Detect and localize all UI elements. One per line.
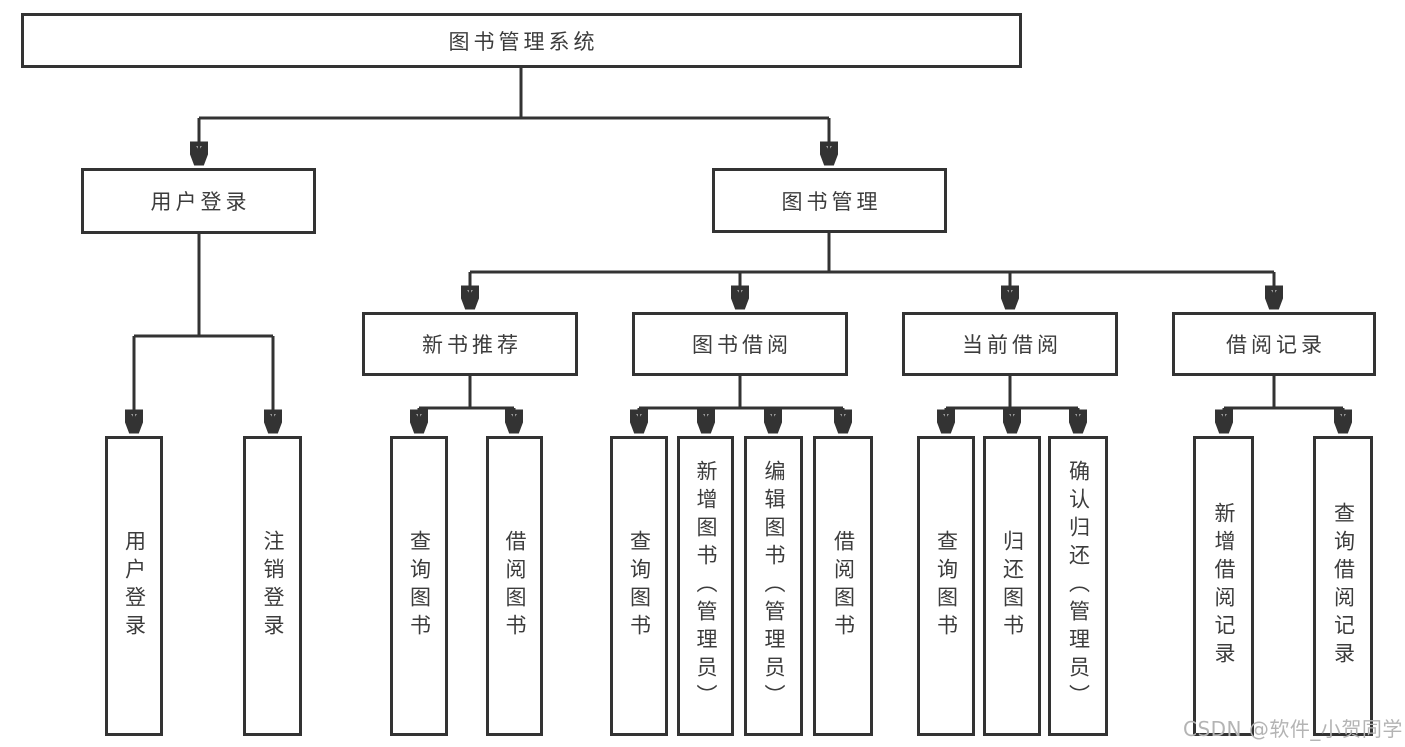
node-current-borrow-label: 当前借阅 bbox=[962, 333, 1062, 357]
leaf-cb-return-books-label: 归还图书 bbox=[1000, 530, 1025, 642]
leaf-logout-label: 注销登录 bbox=[261, 530, 285, 642]
leaf-user-login: 用户登录 bbox=[105, 436, 163, 736]
leaf-bb-edit-books-admin: 编辑图书（管理员） bbox=[744, 436, 803, 736]
leaf-cb-query-books-label: 查询图书 bbox=[934, 530, 959, 642]
leaf-bb-borrow-books: 借阅图书 bbox=[813, 436, 873, 736]
leaf-cb-query-books: 查询图书 bbox=[917, 436, 975, 736]
leaf-br-query-record-label: 查询借阅记录 bbox=[1331, 502, 1356, 670]
csdn-watermark: CSDN @软件_小贺同学 bbox=[1183, 717, 1403, 741]
leaf-logout: 注销登录 bbox=[243, 436, 302, 736]
leaf-nb-borrow-books: 借阅图书 bbox=[486, 436, 543, 736]
node-book-management-label: 图书管理 bbox=[781, 189, 882, 214]
leaf-br-add-record: 新增借阅记录 bbox=[1193, 436, 1254, 736]
leaf-bb-query-books-label: 查询图书 bbox=[627, 530, 652, 642]
leaf-cb-confirm-return-admin: 确认归还（管理员） bbox=[1048, 436, 1108, 736]
node-current-borrow: 当前借阅 bbox=[902, 312, 1118, 376]
leaf-nb-query-books: 查询图书 bbox=[390, 436, 448, 736]
leaf-br-add-record-label: 新增借阅记录 bbox=[1212, 502, 1236, 670]
node-book-management: 图书管理 bbox=[712, 168, 947, 233]
leaf-bb-borrow-books-label: 借阅图书 bbox=[831, 530, 856, 642]
node-user-login-label: 用户登录 bbox=[150, 190, 251, 214]
node-book-borrow-label: 图书借阅 bbox=[692, 333, 792, 357]
leaf-bb-query-books: 查询图书 bbox=[610, 436, 668, 736]
leaf-bb-edit-books-admin-label: 编辑图书（管理员） bbox=[762, 460, 786, 712]
leaf-br-query-record: 查询借阅记录 bbox=[1313, 436, 1373, 736]
leaf-bb-add-books-admin: 新增图书（管理员） bbox=[677, 436, 734, 736]
node-borrow-records: 借阅记录 bbox=[1172, 312, 1376, 376]
leaf-cb-confirm-return-admin-label: 确认归还（管理员） bbox=[1066, 460, 1091, 712]
leaf-user-login-label: 用户登录 bbox=[122, 530, 147, 642]
leaf-nb-query-books-label: 查询图书 bbox=[407, 530, 432, 642]
node-new-book-recommend-label: 新书推荐 bbox=[422, 333, 522, 357]
node-user-login: 用户登录 bbox=[81, 168, 316, 234]
node-borrow-records-label: 借阅记录 bbox=[1226, 333, 1326, 357]
node-book-borrow: 图书借阅 bbox=[632, 312, 848, 376]
leaf-bb-add-books-admin-label: 新增图书（管理员） bbox=[694, 460, 718, 712]
leaf-nb-borrow-books-label: 借阅图书 bbox=[503, 530, 527, 642]
node-new-book-recommend: 新书推荐 bbox=[362, 312, 578, 376]
node-root-label: 图书管理系统 bbox=[448, 29, 599, 54]
node-root-library-system: 图书管理系统 bbox=[21, 13, 1022, 68]
leaf-cb-return-books: 归还图书 bbox=[983, 436, 1041, 736]
